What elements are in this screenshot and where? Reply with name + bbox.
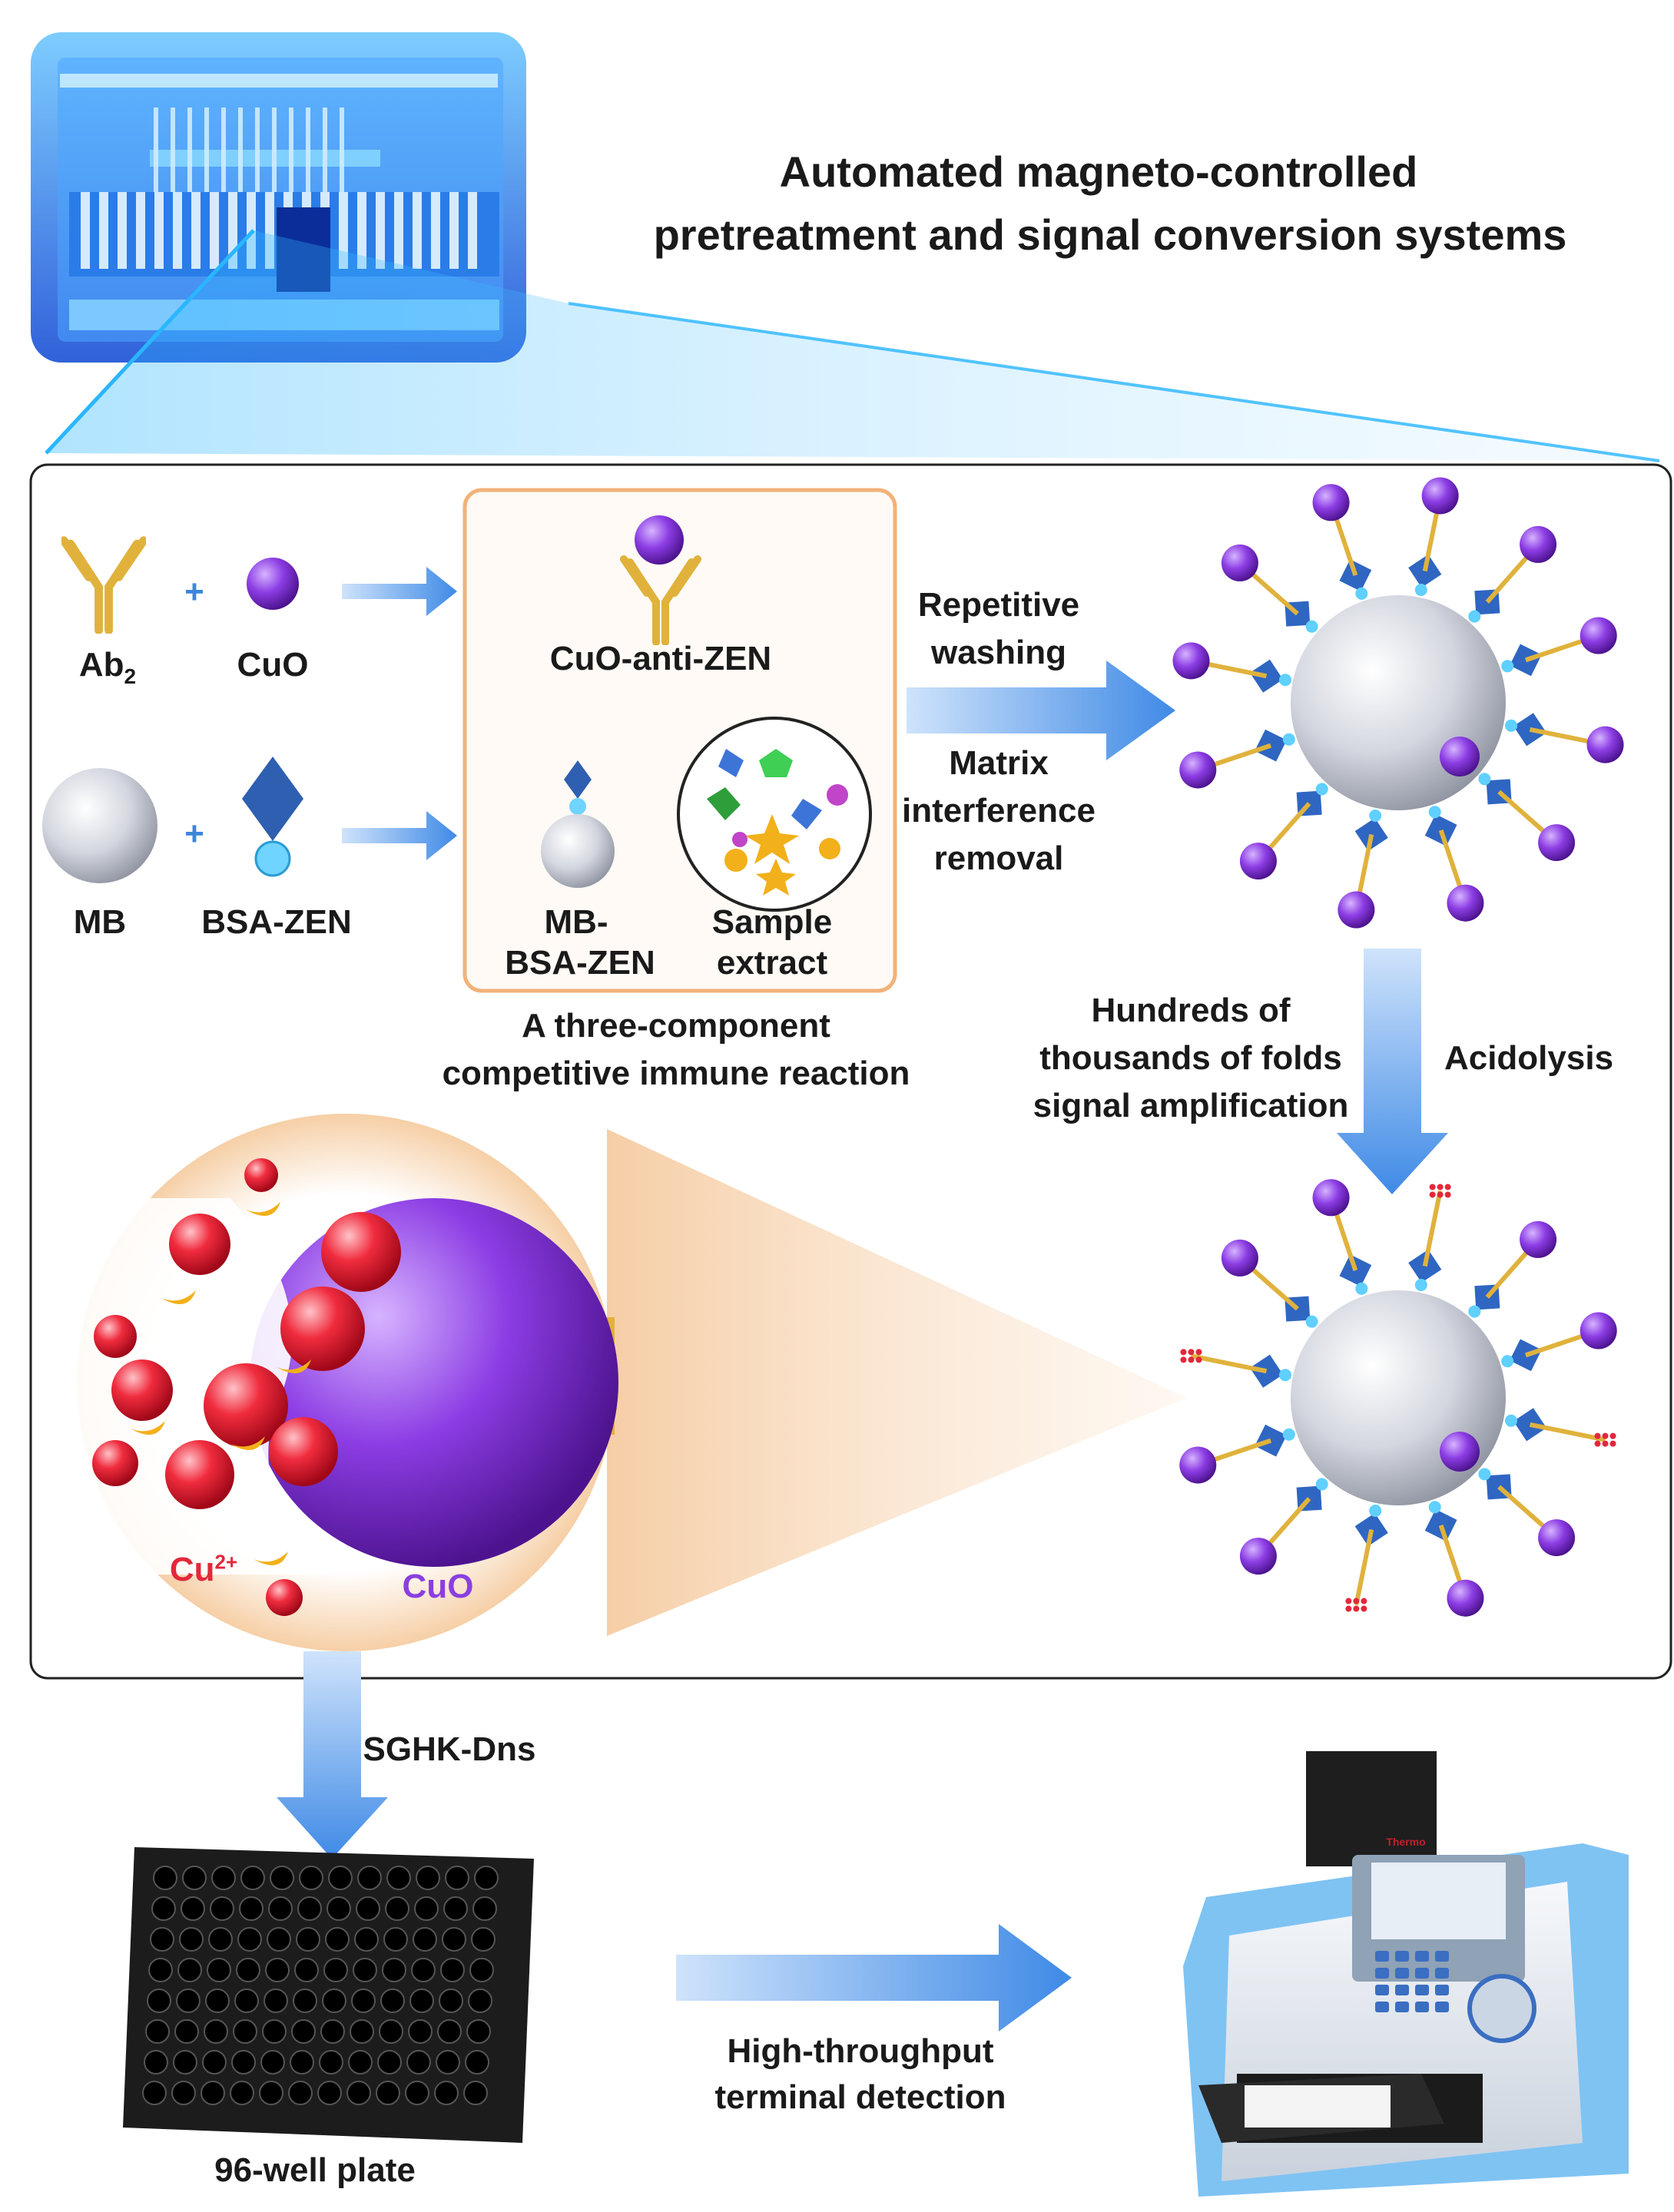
sample-label-1: Sample: [711, 903, 833, 941]
arrow-sghk: [277, 1651, 388, 1859]
title-line2: pretreatment and signal conversion syste…: [653, 210, 1567, 259]
plus-1: +: [184, 573, 204, 611]
bsa-zen-label: BSA-ZEN: [201, 903, 352, 941]
matrix-line3: removal: [933, 839, 1064, 877]
sample-label-2: extract: [716, 944, 828, 982]
magnetic-bead-icon: [42, 768, 157, 883]
probe-cuo-icon: [635, 515, 684, 565]
plate-reader-icon: [1183, 1751, 1629, 2197]
amp-line3: signal amplification: [1033, 1087, 1349, 1124]
cuo-label: CuO: [237, 646, 309, 684]
terminal-line2: terminal detection: [714, 2078, 1006, 2116]
well-plate-icon: [123, 1847, 534, 2143]
caption-line2: competitive immune reaction: [442, 1055, 910, 1092]
arrow-ab-cuo: [342, 567, 457, 616]
cu-ion-label: Cu2+: [169, 1550, 238, 1588]
acidolysis-label: Acidolysis: [1444, 1039, 1614, 1077]
matrix-line1: Matrix: [949, 744, 1049, 782]
ab2-label: Ab2: [78, 646, 137, 688]
arrow-washing: [907, 661, 1175, 760]
zoom-cuo-label: CuO: [402, 1568, 474, 1605]
mb-bsa-zen-label-2: BSA-ZEN: [505, 944, 655, 982]
wash-line2: washing: [930, 634, 1067, 671]
arrow-terminal: [676, 1924, 1072, 2032]
plate-label: 96-well plate: [214, 2151, 416, 2189]
mini-zen-icon: [564, 760, 592, 799]
cu-release-zoom-icon: [77, 1114, 618, 1651]
sample-extract-icon: [677, 717, 872, 912]
bead-complex-acidolysis-icon: [1179, 1179, 1617, 1617]
arrow-acidolysis: [1337, 949, 1448, 1194]
mb-label: MB: [73, 903, 127, 941]
bsa-zen-icon: [242, 757, 303, 877]
matrix-line2: interference: [902, 792, 1096, 830]
arrow-mb-bsa: [342, 811, 457, 860]
amp-line1: Hundreds of: [1091, 992, 1291, 1029]
caption-line1: A three-component: [522, 1007, 830, 1045]
title-line1: Automated magneto-controlled: [779, 147, 1418, 196]
wash-line1: Repetitive: [917, 586, 1080, 624]
reader-brand: Thermo: [1386, 1836, 1426, 1848]
probe-label: CuO-anti-ZEN: [549, 640, 772, 677]
plus-2: +: [184, 815, 204, 853]
cuo-nanoparticle-icon: [247, 558, 299, 610]
zoom-cone: [607, 1129, 1187, 1636]
terminal-line1: High-throughput: [727, 2032, 994, 2070]
mini-bead-icon: [541, 814, 615, 888]
sghk-label: SGHK-Dns: [363, 1730, 536, 1768]
bead-complex-icon: [1172, 477, 1624, 929]
mb-bsa-zen-label-1: MB-: [544, 903, 608, 941]
amp-line2: thousands of folds: [1039, 1039, 1342, 1077]
